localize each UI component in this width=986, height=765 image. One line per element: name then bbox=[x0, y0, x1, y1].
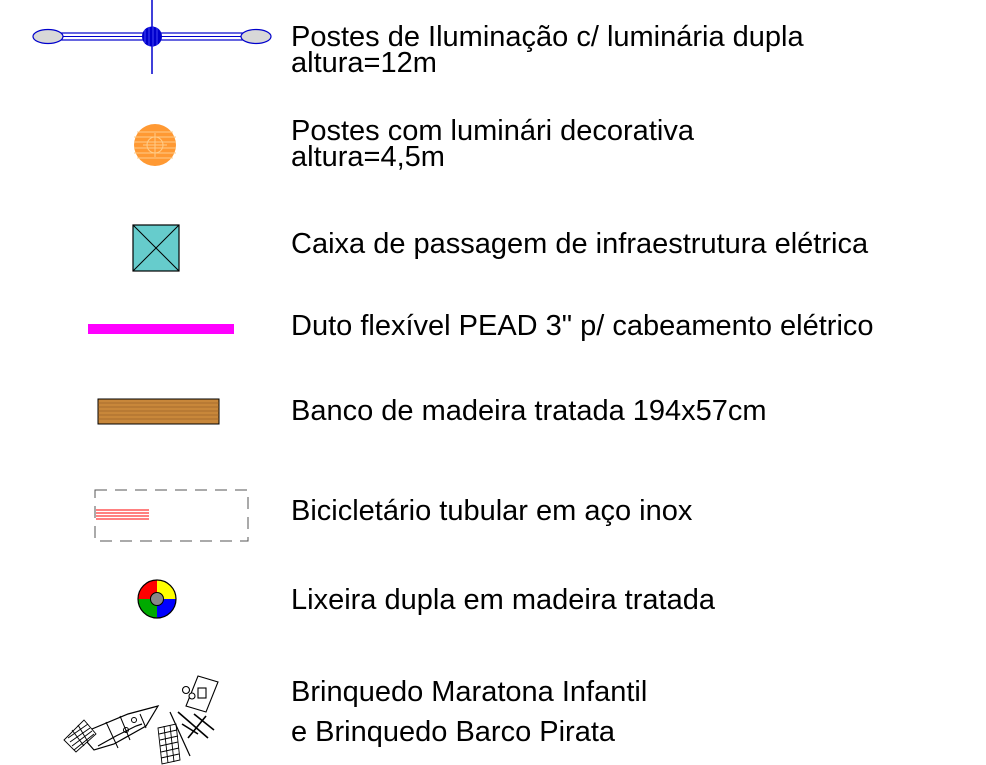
legend-label-flexible-duct: Duto flexível PEAD 3" p/ cabeamento elét… bbox=[291, 310, 874, 342]
playground-equipment-icon bbox=[63, 675, 219, 765]
legend-label-line: altura=12m bbox=[291, 47, 437, 79]
legend-label-double-trash-bin: Lixeira dupla em madeira tratada bbox=[291, 584, 715, 616]
legend-label-line: Banco de madeira tratada 194x57cm bbox=[291, 395, 767, 427]
bicycle-rack-icon bbox=[94, 489, 249, 542]
legend-label-line: Bicicletário tubular em aço inox bbox=[291, 495, 693, 527]
legend-label-wooden-bench: Banco de madeira tratada 194x57cm bbox=[291, 395, 767, 427]
legend-label-decorative-lamp-post: Postes com luminári decorativa altura=4,… bbox=[291, 115, 694, 173]
legend-label-line: altura=4,5m bbox=[291, 141, 445, 173]
legend-label-line: e Brinquedo Barco Pirata bbox=[291, 716, 616, 748]
legend-label-line: Caixa de passagem de infraestrutura elét… bbox=[291, 228, 869, 260]
legend-label-line: Postes com luminári decorativa bbox=[291, 115, 694, 147]
legend-label-line: Duto flexível PEAD 3" p/ cabeamento elét… bbox=[291, 310, 874, 342]
double-trash-bin-icon bbox=[137, 579, 177, 619]
legend-label-playground: Brinquedo Maratona Infantil e Brinquedo … bbox=[291, 672, 647, 752]
junction-box-icon bbox=[132, 224, 180, 272]
flexible-duct-line-icon bbox=[88, 324, 234, 334]
double-lamp-pole-icon bbox=[32, 0, 272, 74]
legend-label-double-lamp-pole: Postes de Iluminação c/ luminária dupla … bbox=[291, 21, 804, 79]
decorative-lamp-post-icon bbox=[134, 124, 176, 166]
legend-label-junction-box: Caixa de passagem de infraestrutura elét… bbox=[291, 228, 869, 260]
wooden-bench-icon bbox=[97, 398, 220, 425]
legend-label-bicycle-rack: Bicicletário tubular em aço inox bbox=[291, 495, 693, 527]
legend-label-line: Lixeira dupla em madeira tratada bbox=[291, 584, 715, 616]
legend-label-line: Postes de Iluminação c/ luminária dupla bbox=[291, 21, 804, 53]
legend-label-line: Brinquedo Maratona Infantil bbox=[291, 676, 648, 708]
